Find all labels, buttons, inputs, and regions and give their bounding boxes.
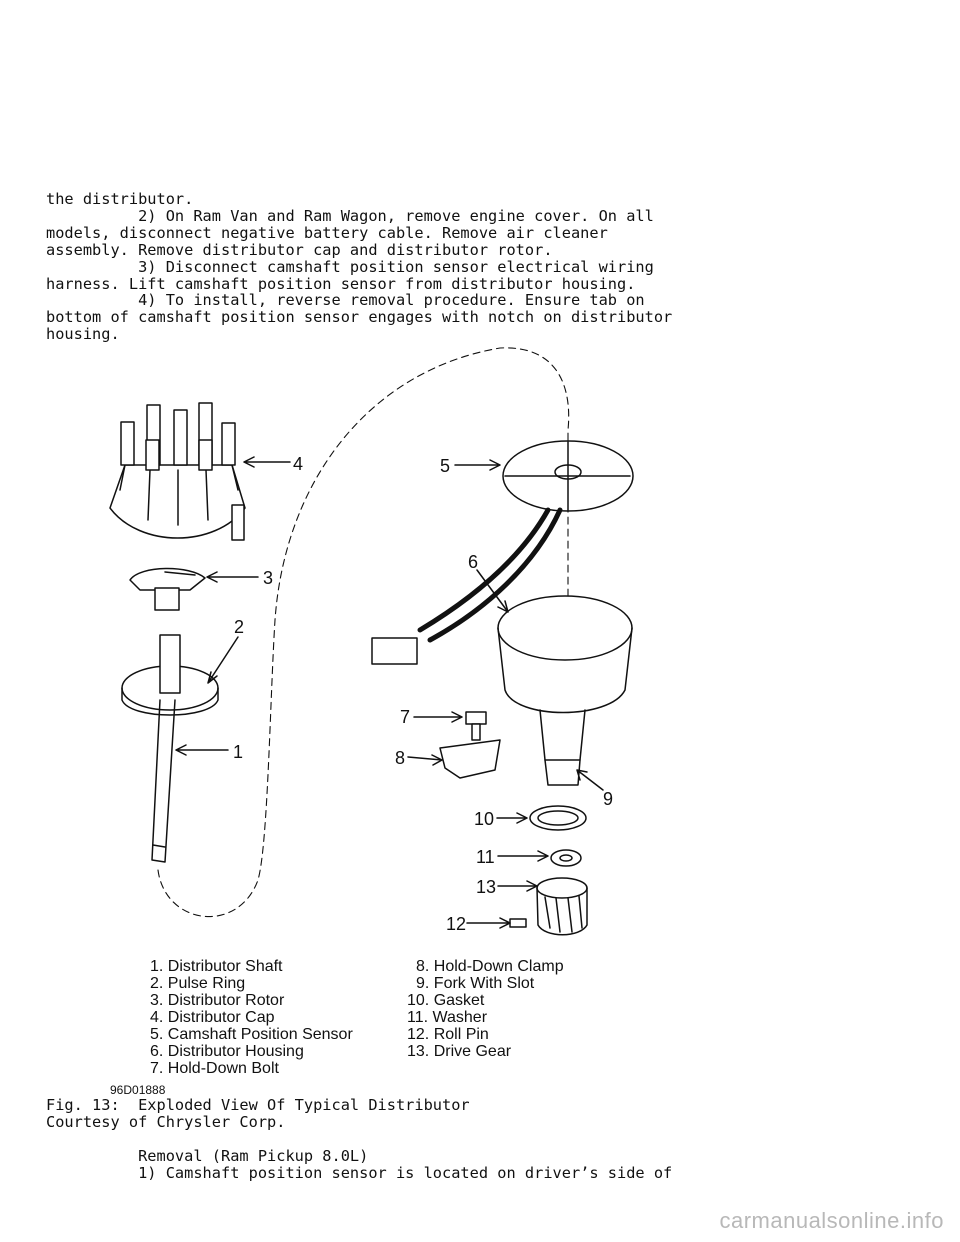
watermark: carmanualsonline.info bbox=[719, 1208, 944, 1233]
callout-9: 9 bbox=[603, 789, 613, 809]
washer-drawing bbox=[550, 849, 582, 867]
procedure-text-bottom: Fig. 13: Exploded View Of Typical Distri… bbox=[46, 1097, 672, 1182]
text-line: models, disconnect negative battery cabl… bbox=[46, 223, 608, 242]
callout-12: 12 bbox=[446, 914, 466, 934]
roll-pin-drawing bbox=[509, 918, 527, 928]
text-line: 2) On Ram Van and Ram Wagon, remove engi… bbox=[46, 206, 654, 225]
text-line: harness. Lift camshaft position sensor f… bbox=[46, 274, 636, 293]
legend-item: 2. Pulse Ring bbox=[150, 975, 245, 992]
callout-4: 4 bbox=[293, 454, 303, 474]
callout-5: 5 bbox=[440, 456, 450, 476]
text-line: assembly. Remove distributor cap and dis… bbox=[46, 240, 553, 259]
text-line: 3) Disconnect camshaft position sensor e… bbox=[46, 257, 654, 276]
text-line: 4) To install, reverse removal procedure… bbox=[46, 291, 645, 310]
text-line: housing. bbox=[46, 325, 120, 344]
callout-7: 7 bbox=[400, 707, 410, 727]
hold-down-bolt-drawing bbox=[465, 711, 487, 741]
callout-arrow-10 bbox=[496, 812, 528, 824]
figure-code: 96D01888 bbox=[110, 1083, 166, 1097]
gasket-drawing bbox=[529, 805, 587, 831]
callout-arrow-8 bbox=[407, 754, 443, 766]
drive-gear-drawing bbox=[536, 877, 588, 936]
callout-2: 2 bbox=[234, 617, 244, 637]
text-line: bottom of camshaft position sensor engag… bbox=[46, 308, 673, 327]
figure-credit: Courtesy of Chrysler Corp. bbox=[46, 1112, 286, 1131]
legend-item: 4. Distributor Cap bbox=[150, 1009, 275, 1026]
callout-arrow-9 bbox=[576, 769, 604, 791]
callout-10: 10 bbox=[474, 809, 494, 829]
text-line: 1) Camshaft position sensor is located o… bbox=[46, 1163, 673, 1182]
legend-item: 8. Hold-Down Clamp bbox=[416, 958, 564, 975]
callout-11: 11 bbox=[476, 847, 495, 867]
camshaft-sensor-drawing bbox=[371, 440, 634, 665]
callout-13: 13 bbox=[476, 877, 496, 897]
callout-3: 3 bbox=[263, 568, 273, 588]
legend-item: 3. Distributor Rotor bbox=[150, 992, 285, 1009]
callout-arrow-1 bbox=[175, 744, 229, 756]
callout-arrow-7 bbox=[413, 711, 463, 723]
legend-item: 12. Roll Pin bbox=[407, 1026, 489, 1043]
legend-item: 6. Distributor Housing bbox=[150, 1043, 304, 1060]
callout-arrow-11 bbox=[497, 850, 549, 862]
legend-item: 11. Washer bbox=[407, 1009, 488, 1026]
section-heading: Removal (Ram Pickup 8.0L) bbox=[46, 1146, 369, 1165]
text-line: the distributor. bbox=[46, 190, 194, 208]
distributor-housing-drawing bbox=[497, 595, 633, 786]
procedure-text-top: the distributor. 2) On Ram Van and Ram W… bbox=[46, 191, 672, 343]
legend-item: 5. Camshaft Position Sensor bbox=[150, 1026, 353, 1043]
legend-item: 13. Drive Gear bbox=[407, 1043, 512, 1060]
legend-item: 10. Gasket bbox=[407, 992, 485, 1009]
figure-caption: Fig. 13: Exploded View Of Typical Distri… bbox=[46, 1096, 470, 1114]
distributor-cap-drawing bbox=[109, 402, 246, 541]
distributor-rotor-drawing bbox=[129, 567, 206, 611]
callout-arrow-4 bbox=[243, 456, 291, 468]
callout-arrow-2 bbox=[207, 636, 239, 684]
callout-6: 6 bbox=[468, 552, 478, 572]
callout-arrow-6 bbox=[476, 569, 509, 613]
legend-item: 1. Distributor Shaft bbox=[150, 958, 283, 975]
callout-arrow-13 bbox=[497, 880, 538, 892]
hold-down-clamp-drawing bbox=[439, 739, 501, 779]
callout-1: 1 bbox=[233, 742, 243, 762]
callout-arrow-12 bbox=[466, 917, 511, 929]
distributor-shaft-drawing bbox=[121, 634, 219, 863]
callout-arrow-5 bbox=[454, 459, 501, 471]
callout-8: 8 bbox=[395, 748, 405, 768]
legend-item: 7. Hold-Down Bolt bbox=[150, 1060, 280, 1077]
assembly-dashed-path bbox=[157, 347, 570, 918]
callout-arrow-3 bbox=[206, 571, 259, 583]
legend-item: 9. Fork With Slot bbox=[416, 975, 535, 992]
